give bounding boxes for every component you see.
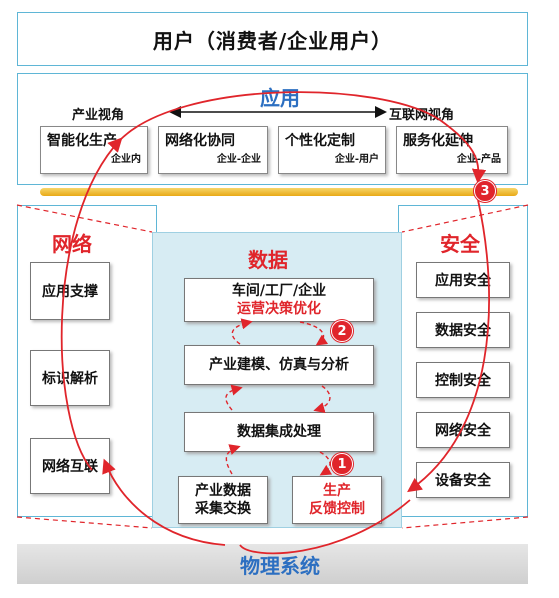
- data-title: 数据: [248, 248, 288, 272]
- data-box-line1: 产业数据: [195, 483, 251, 499]
- security-item-label: 应用安全: [435, 273, 491, 289]
- data-box-line1: 车间/工厂/企业: [231, 283, 327, 299]
- security-item-label: 网络安全: [435, 423, 491, 439]
- app-box-main: 网络化协同: [165, 133, 235, 149]
- user-bar-label: 用户（消费者/企业用户）: [152, 28, 393, 53]
- data-box-line2: 运营决策优化: [237, 301, 321, 317]
- security-title: 安全: [440, 232, 480, 256]
- dashed-frame-lines: [16, 204, 529, 529]
- network-item-interconnection: 网络互联: [30, 438, 110, 494]
- app-box-sub: 企业-产品: [456, 154, 501, 165]
- network-item-label: 应用支撑: [42, 284, 98, 300]
- security-item-label: 数据安全: [435, 323, 491, 339]
- inner-loop-arrows: [225, 318, 333, 476]
- app-box-networked-collaboration: 网络化协同 企业-企业: [158, 126, 268, 174]
- step-badge-label: 1: [337, 456, 347, 472]
- app-box-main: 服务化延伸: [403, 133, 473, 149]
- app-box-smart-production: 智能化生产 企业内: [40, 126, 148, 174]
- data-box-collection: 产业数据 采集交换: [178, 476, 268, 524]
- network-item-identifier-resolution: 标识解析: [30, 350, 110, 406]
- step-badge-2: 2: [331, 320, 353, 342]
- network-item-application-support: 应用支撑: [30, 262, 110, 320]
- network-item-label: 标识解析: [42, 371, 98, 387]
- data-box-label: 数据集成处理: [237, 424, 321, 440]
- physical-system-bar: [17, 544, 528, 584]
- security-item-data: 数据安全: [416, 312, 510, 348]
- data-box-line2: 采集交换: [195, 501, 251, 517]
- data-box-line2: 反馈控制: [309, 501, 365, 517]
- industry-perspective-label: 产业视角: [72, 108, 125, 123]
- data-box-feedback: 生产 反馈控制: [292, 476, 382, 524]
- data-box-modeling: 产业建模、仿真与分析: [184, 345, 374, 385]
- security-item-device: 设备安全: [416, 462, 510, 498]
- app-box-sub: 企业内: [111, 154, 141, 165]
- data-box-line1: 生产: [323, 483, 351, 499]
- security-item-label: 设备安全: [435, 473, 491, 489]
- app-box-sub: 企业-用户: [334, 154, 379, 165]
- step-badge-label: 3: [480, 183, 490, 199]
- loop-arrow-top: [119, 91, 487, 184]
- data-box-integration: 数据集成处理: [184, 412, 374, 452]
- app-box-personalized-customization: 个性化定制 企业-用户: [278, 126, 386, 174]
- network-item-label: 网络互联: [42, 459, 98, 475]
- user-bar: 用户（消费者/企业用户）: [17, 12, 528, 66]
- security-item-network: 网络安全: [416, 412, 510, 448]
- loop-arrow-bottom: [239, 499, 411, 555]
- security-item-application: 应用安全: [416, 262, 510, 298]
- physical-system-title: 物理系统: [240, 554, 320, 578]
- divider-bar: [40, 188, 518, 196]
- security-item-control: 控制安全: [416, 362, 510, 398]
- data-box-label: 产业建模、仿真与分析: [209, 357, 349, 373]
- data-box-operations: 车间/工厂/企业 运营决策优化: [184, 278, 374, 322]
- loop-arrow-right: [407, 199, 490, 493]
- app-box-service-extension: 服务化延伸 企业-产品: [396, 126, 508, 174]
- security-item-label: 控制安全: [435, 373, 491, 389]
- step-badge-3: 3: [474, 180, 496, 202]
- app-box-main: 个性化定制: [285, 133, 355, 149]
- app-box-sub: 企业-企业: [216, 154, 261, 165]
- loop-arrow-left: [60, 137, 123, 471]
- loop-arrow-bottom-left: [102, 458, 226, 546]
- step-badge-label: 2: [337, 323, 347, 339]
- step-badge-1: 1: [331, 453, 353, 475]
- app-box-main: 智能化生产: [47, 133, 117, 149]
